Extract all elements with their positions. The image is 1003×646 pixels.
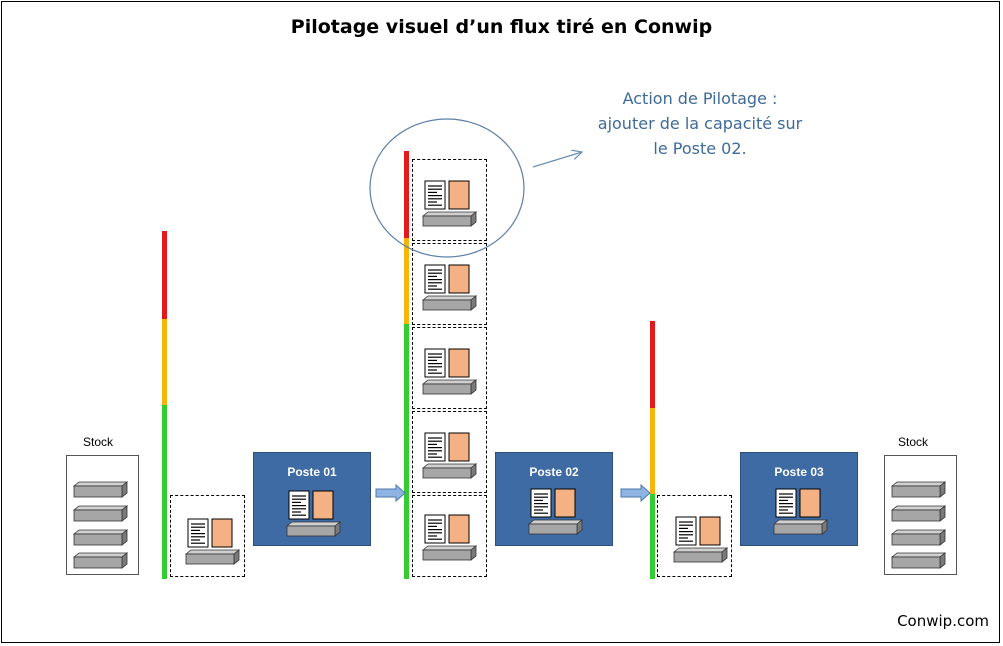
pointer-arrow-icon bbox=[532, 152, 582, 168]
document-icon bbox=[424, 348, 446, 378]
orange-card-icon bbox=[448, 348, 470, 378]
orange-card-icon bbox=[448, 514, 470, 544]
kanban-cards bbox=[184, 180, 829, 565]
kanban-card bbox=[772, 488, 829, 535]
gauge-bar-queue3 bbox=[650, 321, 655, 579]
stock-item-icon bbox=[890, 505, 947, 522]
stock-label-right: Stock bbox=[897, 435, 928, 449]
stock-label-left: Stock bbox=[82, 435, 113, 449]
flow-arrow-icon bbox=[620, 483, 651, 503]
machine-base-icon bbox=[421, 463, 478, 479]
document-icon bbox=[530, 488, 552, 518]
stock-item-icon bbox=[890, 529, 947, 546]
document-icon bbox=[424, 514, 446, 544]
machine-base-icon bbox=[672, 547, 729, 563]
kanban-card bbox=[421, 514, 478, 561]
kanban-card bbox=[421, 432, 478, 479]
orange-card-icon bbox=[799, 488, 821, 518]
note-line-3: le Poste 02. bbox=[653, 139, 747, 158]
flow-arrow-icon bbox=[375, 483, 406, 503]
steering-action-note: Action de Pilotage : ajouter de la capac… bbox=[560, 86, 840, 161]
orange-card-icon bbox=[448, 180, 470, 210]
stock-item-icon bbox=[72, 529, 129, 546]
orange-card-icon bbox=[699, 516, 721, 546]
kanban-card bbox=[285, 490, 342, 537]
orange-card-icon bbox=[211, 518, 233, 548]
footer-site: Conwip.com bbox=[897, 612, 989, 630]
document-icon bbox=[775, 488, 797, 518]
machine-base-icon bbox=[421, 295, 478, 311]
kanban-card bbox=[184, 518, 241, 565]
machine-base-icon bbox=[421, 379, 478, 395]
kanban-card bbox=[421, 348, 478, 395]
note-line-2: ajouter de la capacité sur bbox=[597, 114, 803, 133]
document-icon bbox=[288, 490, 310, 520]
stock-item-icon bbox=[890, 552, 947, 569]
highlight-circle bbox=[369, 118, 525, 258]
orange-card-icon bbox=[448, 264, 470, 294]
kanban-card bbox=[672, 516, 729, 563]
station-label: Poste 03 bbox=[774, 465, 824, 479]
machine-base-icon bbox=[527, 519, 584, 535]
kanban-card bbox=[421, 264, 478, 311]
station-label: Poste 01 bbox=[287, 465, 337, 479]
gauge-bar-queue2 bbox=[404, 151, 409, 579]
machine-base-icon bbox=[184, 549, 241, 565]
stock-item-icon bbox=[72, 505, 129, 522]
document-icon bbox=[424, 180, 446, 210]
machine-base-icon bbox=[772, 519, 829, 535]
stock-item-icon bbox=[72, 552, 129, 569]
stock-items bbox=[72, 481, 947, 569]
orange-card-icon bbox=[448, 432, 470, 462]
diagram-title: Pilotage visuel d’un flux tiré en Conwip bbox=[290, 16, 713, 38]
kanban-card bbox=[421, 180, 478, 227]
machine-base-icon bbox=[285, 521, 342, 537]
gauge-bar-queue1 bbox=[162, 231, 167, 579]
document-icon bbox=[675, 516, 697, 546]
note-line-1: Action de Pilotage : bbox=[622, 89, 778, 108]
document-icon bbox=[187, 518, 209, 548]
machine-base-icon bbox=[421, 545, 478, 561]
stock-item-icon bbox=[890, 481, 947, 498]
document-icon bbox=[424, 432, 446, 462]
stock-item-icon bbox=[72, 481, 129, 498]
orange-card-icon bbox=[554, 488, 576, 518]
machine-base-icon bbox=[421, 211, 478, 227]
document-icon bbox=[424, 264, 446, 294]
kanban-card bbox=[527, 488, 584, 535]
station-label: Poste 02 bbox=[529, 465, 579, 479]
orange-card-icon bbox=[312, 490, 334, 520]
